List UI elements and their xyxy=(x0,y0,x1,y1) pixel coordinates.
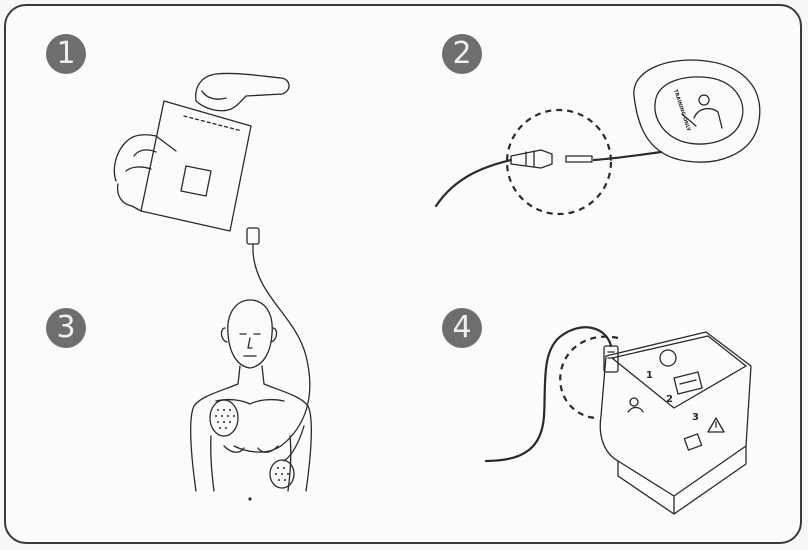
device-step-3: 3 xyxy=(692,412,699,423)
plug-into-aed-icon: 1 2 3 xyxy=(6,6,804,546)
device-step-2: 2 xyxy=(666,394,673,405)
instruction-frame: 1 2 TRAINING ONLY 3 xyxy=(4,4,802,544)
device-step-1: 1 xyxy=(646,370,653,381)
